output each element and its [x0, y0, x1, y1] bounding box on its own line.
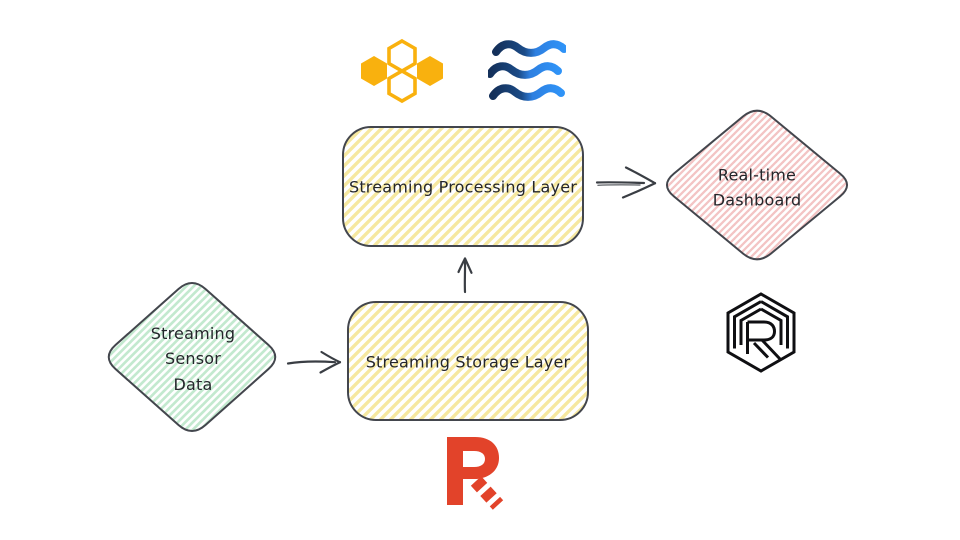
node-storage-layer-shape[interactable]: [347, 301, 589, 421]
edge-sensor-to-storage-arrow[interactable]: [286, 350, 342, 374]
edge-storage-to-processing-arrow[interactable]: [457, 257, 473, 294]
hexagon-letter-r-lineart-icon[interactable]: [723, 291, 799, 375]
honeycomb-hexagons-icon[interactable]: [360, 38, 444, 104]
striped-letter-r-icon[interactable]: [441, 434, 509, 514]
node-dashboard-shape[interactable]: [665, 109, 849, 261]
node-processing-layer-shape[interactable]: [342, 126, 584, 247]
node-sensor-data-shape[interactable]: [107, 282, 277, 432]
edge-processing-to-dashboard-arrow[interactable]: [595, 166, 657, 199]
water-waves-icon[interactable]: [486, 36, 568, 102]
